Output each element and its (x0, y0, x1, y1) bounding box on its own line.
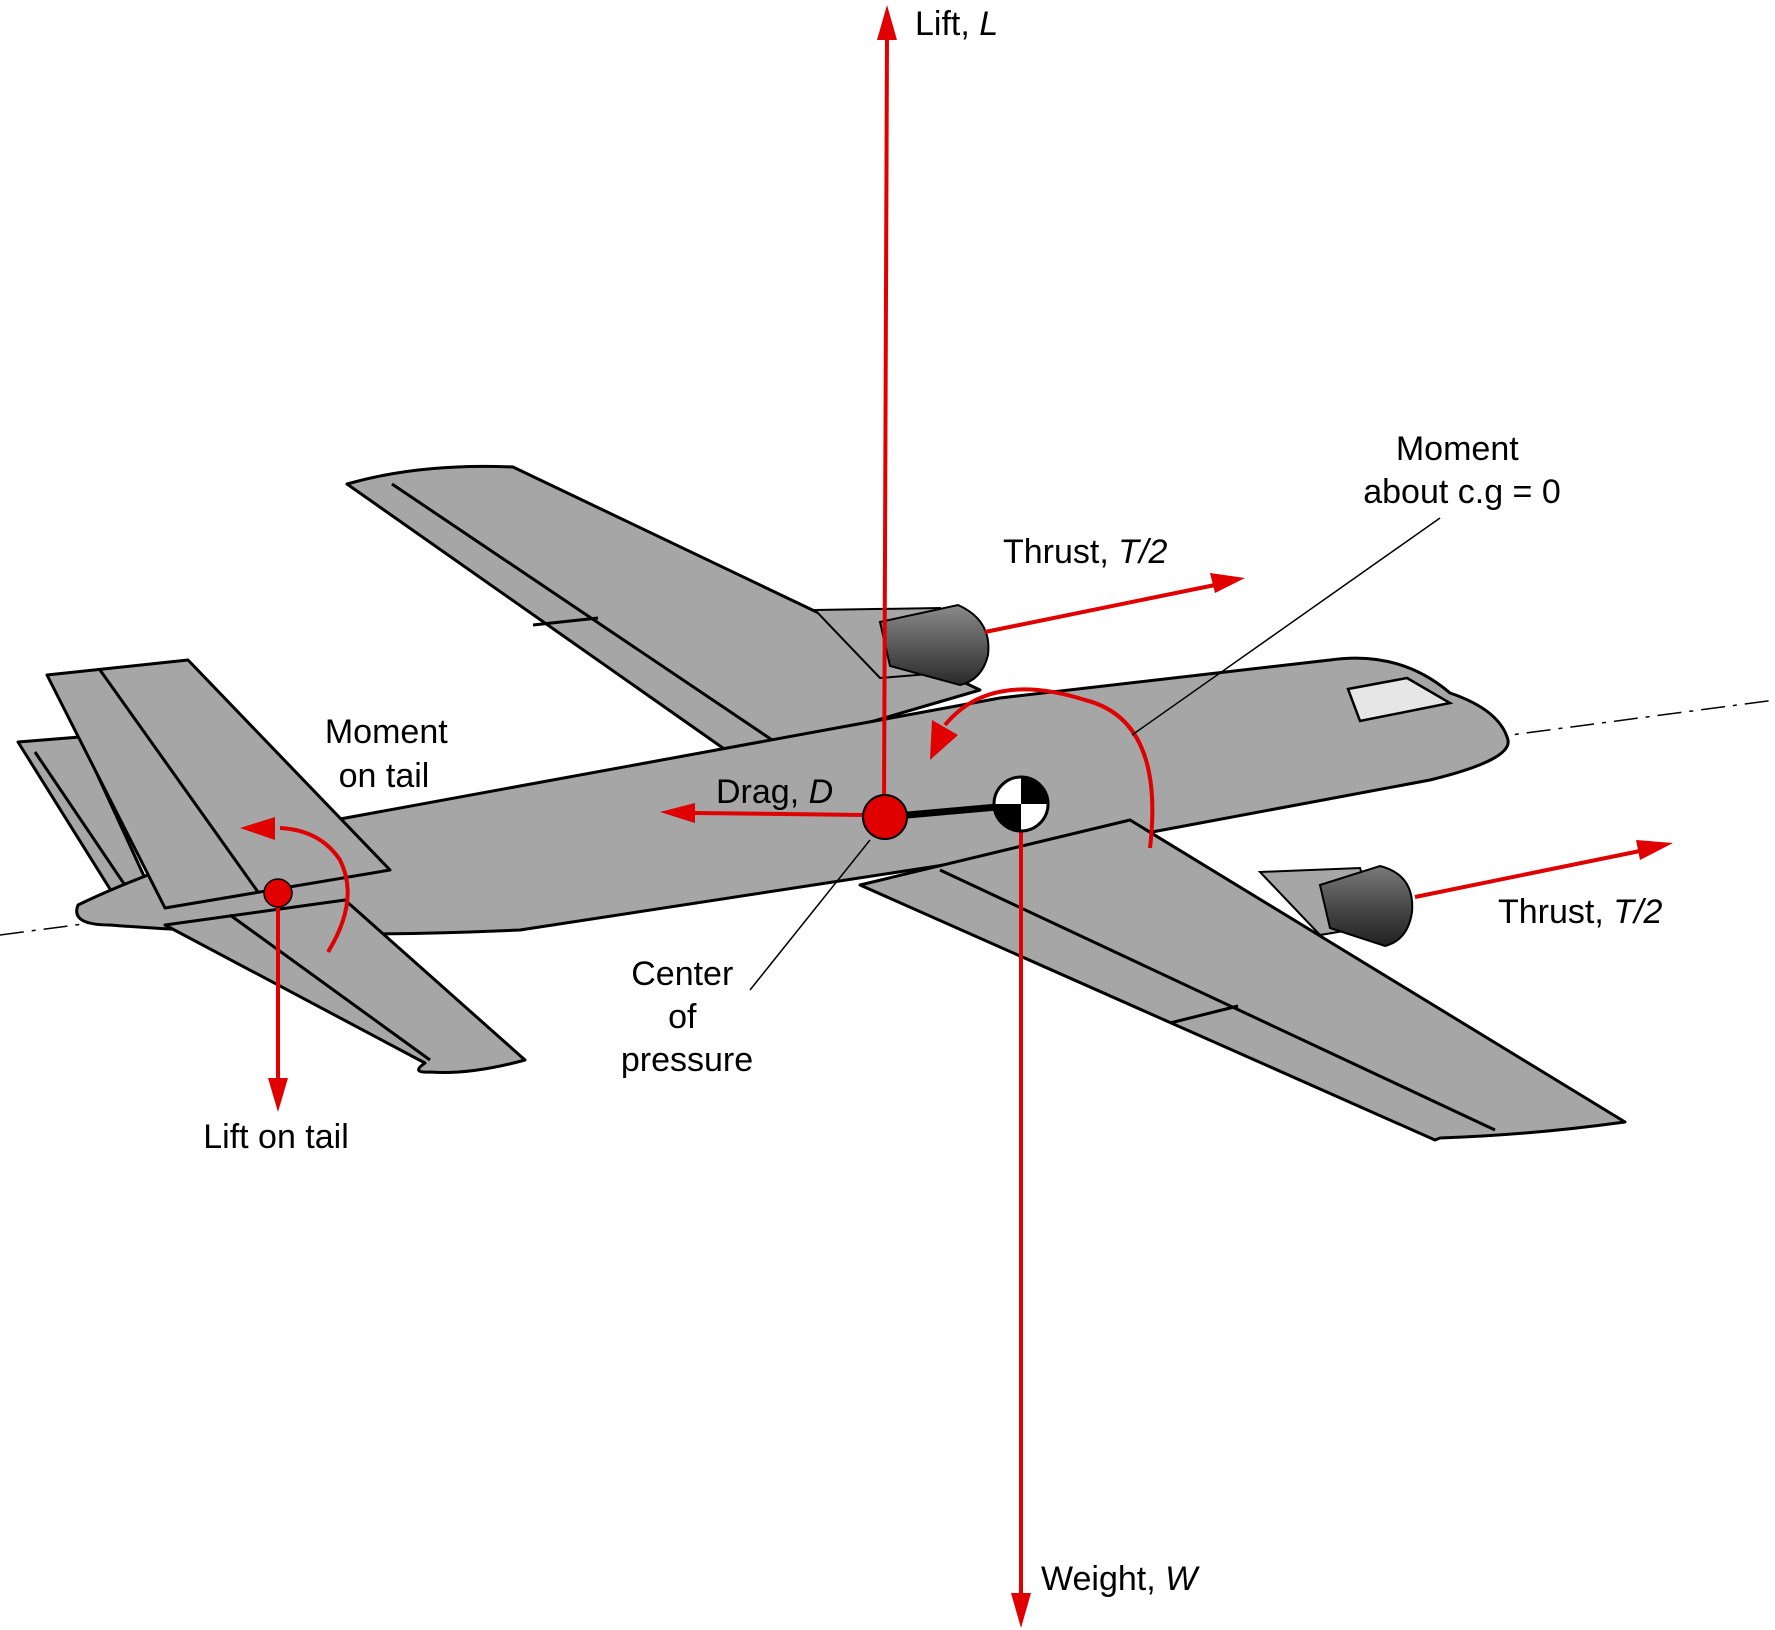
thrust-lower-label: Thrust, T/2 (1498, 893, 1662, 931)
near-wing-flap-line (939, 868, 1496, 1132)
thrust-lower-arrowhead (1636, 840, 1673, 860)
center-of-pressure-label: Center of pressure (621, 955, 753, 1079)
tail-moment-arc (279, 826, 350, 954)
cg-moment-arrowhead (930, 720, 958, 760)
lift-arrowhead (877, 5, 897, 40)
cockpit-window (1346, 676, 1454, 723)
center-of-pressure-leader (749, 839, 871, 991)
moment-tail-label: Moment on tail (325, 713, 457, 795)
tail-lift-arrowhead (268, 1078, 288, 1112)
rudder-hinge-line (98, 669, 260, 893)
drag-arrowhead (660, 803, 695, 823)
moment-cg-label: Moment about c.g = 0 (1363, 430, 1561, 511)
drag-arrow (694, 811, 866, 817)
thrust-upper-label: Thrust, T/2 (1003, 533, 1167, 571)
lift-label: Lift, L (915, 5, 998, 43)
near-stabilizer-elevator-line (229, 913, 431, 1062)
vertical-tail-fin (45, 658, 392, 910)
center-of-pressure-dot (862, 794, 908, 840)
far-wing (345, 464, 982, 762)
weight-arrowhead (1011, 1593, 1031, 1628)
thrust-upper-arrowhead (1210, 573, 1245, 593)
near-horizontal-stabilizer (163, 898, 527, 1074)
far-wing-flap-hinge (532, 616, 599, 627)
tail-moment-arrowhead (240, 817, 275, 840)
far-engine-exhaust (878, 603, 990, 687)
tail-force-point-dot (263, 878, 293, 908)
cg-moment-leader (1131, 517, 1441, 736)
cg-moment-arc (943, 687, 1155, 849)
center-of-gravity-icon (992, 775, 1050, 833)
near-wing (858, 818, 1627, 1142)
thrust-upper-arrow (984, 583, 1216, 634)
thrust-lower-arrow (1414, 849, 1641, 899)
near-engine-exhaust (1318, 864, 1414, 948)
lift-arrow (882, 34, 889, 814)
drag-label: Drag, D (716, 773, 833, 811)
near-wing-flap-hinge (1169, 1004, 1239, 1025)
lift-on-tail-label: Lift on tail (203, 1118, 349, 1156)
weight-label: Weight, W (1041, 1560, 1200, 1598)
rear-stabilizer-elevator-line (33, 751, 137, 901)
